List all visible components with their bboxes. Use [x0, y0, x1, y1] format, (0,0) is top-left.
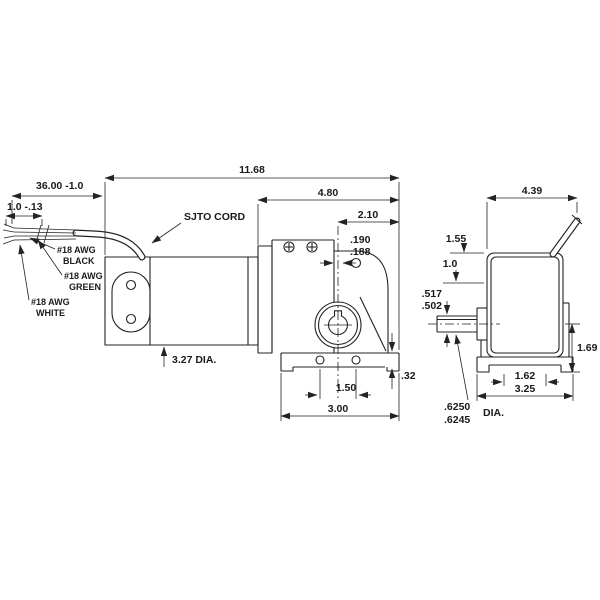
dim-overall-length: 11.68	[239, 164, 265, 176]
label-wire-white-color: WHITE	[36, 308, 65, 318]
dimension-texts-end: 4.39 1.55 1.0 .517 .502 1.69 1.62 3.25 .…	[422, 185, 598, 426]
dim-top-offset: 1.55	[446, 233, 467, 245]
dim-end-overall-width: 4.39	[522, 185, 543, 197]
dim-shaft-center-height: 1.69	[577, 342, 598, 354]
dim-shaft-dia-min: .6245	[444, 414, 470, 426]
dimension-lines-side	[5, 174, 400, 421]
dimension-lines-end	[443, 194, 580, 401]
dim-key-flat-max: .517	[422, 288, 443, 300]
dimension-texts-side: 11.68 4.80 2.10 .190 .188 36.00 -1.0 1.0…	[7, 164, 416, 415]
lead-wires	[2, 223, 77, 245]
end-body-outline	[480, 252, 570, 358]
dim-base-width-end: 3.25	[515, 383, 536, 395]
power-cord	[2, 223, 146, 261]
end-view: 4.39 1.55 1.0 .517 .502 1.69 1.62 3.25 .…	[422, 185, 598, 426]
dim-keyway-max: .190	[350, 234, 371, 246]
label-wire-black-color: BLACK	[63, 256, 95, 266]
dim-center-offset: 1.0	[443, 258, 458, 270]
label-wire-black-gauge: #18 AWG	[57, 245, 96, 255]
label-cord-type: SJTO CORD	[184, 211, 245, 223]
dim-strip-length: 1.0 -.13	[7, 201, 43, 213]
dim-shaft-dia-max: .6250	[444, 401, 470, 413]
dim-motor-diameter: 3.27 DIA.	[172, 354, 216, 366]
label-wire-green-color: GREEN	[69, 282, 101, 292]
label-wire-white-gauge: #18 AWG	[31, 297, 70, 307]
gearbox-outline	[257, 239, 389, 354]
motor-body-outline	[104, 256, 259, 346]
dim-gearhead-length: 4.80	[318, 187, 339, 199]
side-view: 11.68 4.80 2.10 .190 .188 36.00 -1.0 1.0…	[2, 164, 416, 421]
dim-base-thickness: .32	[401, 370, 416, 382]
dim-shaft-to-end: 2.10	[358, 209, 379, 221]
end-power-cord	[549, 214, 583, 258]
label-wire-green-gauge: #18 AWG	[64, 271, 103, 281]
dim-keyway-min: .188	[350, 246, 371, 258]
centerlines-side	[324, 226, 352, 398]
dim-hole-spacing-side: 1.50	[336, 382, 357, 394]
dim-cord-length: 36.00 -1.0	[36, 180, 83, 192]
dim-key-flat-min: .502	[422, 300, 443, 312]
dim-hole-spacing-end: 1.62	[515, 370, 536, 382]
dim-base-width-side: 3.00	[328, 403, 349, 415]
label-shaft-dia: DIA.	[483, 407, 504, 419]
mounting-base-outline	[280, 352, 400, 372]
